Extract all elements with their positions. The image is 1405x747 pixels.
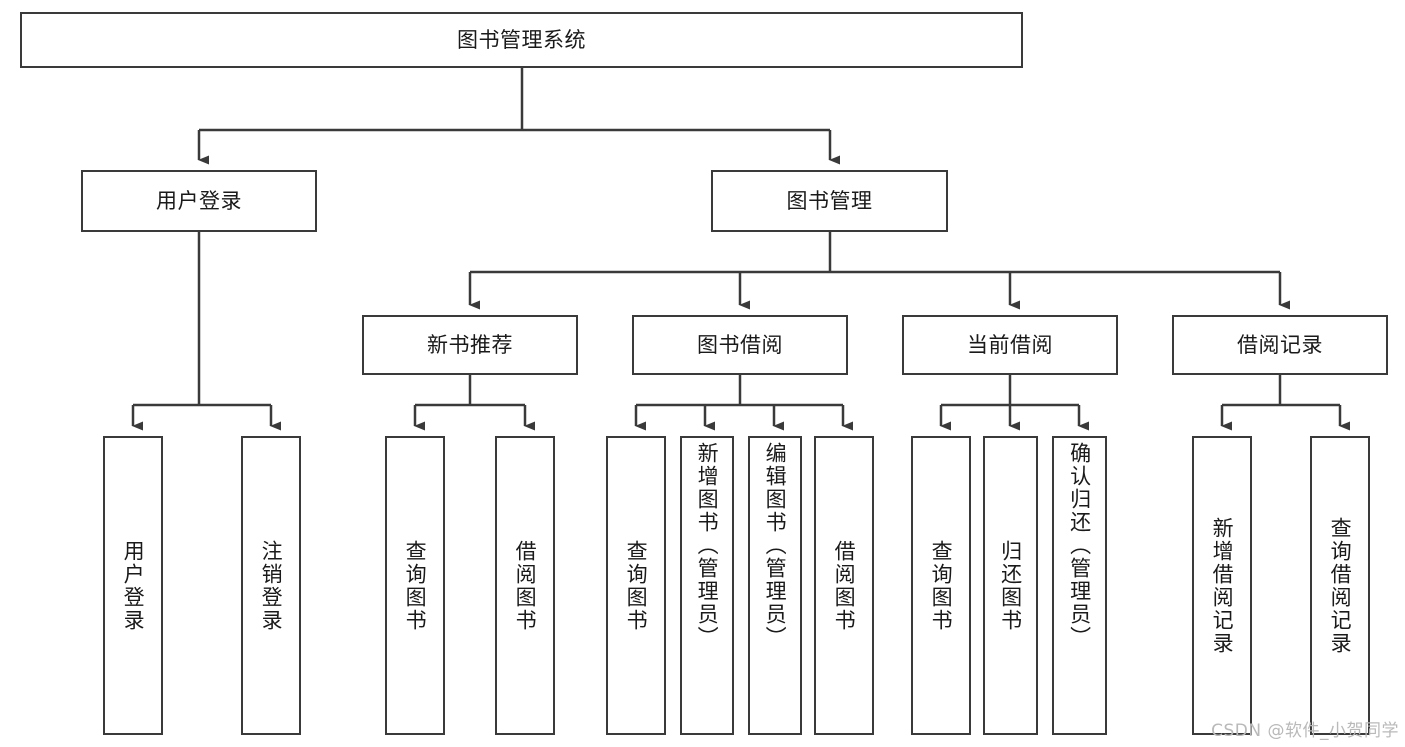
node-current-borrow[interactable]: 当前借阅 bbox=[902, 315, 1118, 375]
node-book-management-label: 图书管理 bbox=[786, 188, 873, 213]
node-leaf-user-login[interactable]: 用户登录 bbox=[103, 436, 163, 735]
csdn-watermark: CSDN @软件_小贺同学 bbox=[1211, 721, 1399, 741]
node-root-label: 图书管理系统 bbox=[457, 27, 586, 52]
node-leaf-add-record[interactable]: 新增借阅记录 bbox=[1192, 436, 1252, 735]
node-leaf-borrow-book-2-label: 借阅图书 bbox=[832, 539, 857, 632]
node-leaf-borrow-book-1-label: 借阅图书 bbox=[513, 539, 538, 632]
node-leaf-edit-book[interactable]: 编辑图书（管理员） bbox=[748, 436, 802, 735]
node-leaf-query-book-1[interactable]: 查询图书 bbox=[385, 436, 445, 735]
node-user-login[interactable]: 用户登录 bbox=[81, 170, 317, 232]
node-borrow-record[interactable]: 借阅记录 bbox=[1172, 315, 1388, 375]
node-leaf-query-record-label: 查询借阅记录 bbox=[1328, 516, 1353, 655]
node-leaf-add-book[interactable]: 新增图书（管理员） bbox=[680, 436, 734, 735]
node-user-login-label: 用户登录 bbox=[156, 188, 242, 213]
node-leaf-confirm-return[interactable]: 确认归还（管理员） bbox=[1052, 436, 1107, 735]
node-leaf-query-book-2-label: 查询图书 bbox=[624, 539, 649, 632]
node-book-management[interactable]: 图书管理 bbox=[711, 170, 948, 232]
node-leaf-query-record[interactable]: 查询借阅记录 bbox=[1310, 436, 1370, 735]
node-leaf-query-book-3[interactable]: 查询图书 bbox=[911, 436, 971, 735]
node-leaf-logout-login-label: 注销登录 bbox=[259, 539, 284, 632]
node-leaf-confirm-return-label: 确认归还（管理员） bbox=[1067, 442, 1092, 649]
node-leaf-user-login-label: 用户登录 bbox=[121, 539, 146, 632]
node-book-borrow-label: 图书借阅 bbox=[697, 332, 783, 357]
node-leaf-return-book[interactable]: 归还图书 bbox=[983, 436, 1038, 735]
node-current-borrow-label: 当前借阅 bbox=[967, 332, 1053, 357]
node-borrow-record-label: 借阅记录 bbox=[1237, 332, 1323, 357]
node-new-book-recommend[interactable]: 新书推荐 bbox=[362, 315, 578, 375]
node-new-book-recommend-label: 新书推荐 bbox=[427, 332, 513, 357]
node-leaf-query-book-2[interactable]: 查询图书 bbox=[606, 436, 666, 735]
node-leaf-add-record-label: 新增借阅记录 bbox=[1210, 516, 1235, 655]
node-root[interactable]: 图书管理系统 bbox=[20, 12, 1023, 68]
node-leaf-edit-book-label: 编辑图书（管理员） bbox=[763, 442, 788, 649]
node-leaf-borrow-book-1[interactable]: 借阅图书 bbox=[495, 436, 555, 735]
node-leaf-logout-login[interactable]: 注销登录 bbox=[241, 436, 301, 735]
node-leaf-query-book-1-label: 查询图书 bbox=[403, 539, 428, 632]
node-leaf-borrow-book-2[interactable]: 借阅图书 bbox=[814, 436, 874, 735]
node-leaf-return-book-label: 归还图书 bbox=[998, 539, 1023, 632]
node-leaf-add-book-label: 新增图书（管理员） bbox=[695, 442, 720, 649]
node-leaf-query-book-3-label: 查询图书 bbox=[929, 539, 954, 632]
node-book-borrow[interactable]: 图书借阅 bbox=[632, 315, 848, 375]
